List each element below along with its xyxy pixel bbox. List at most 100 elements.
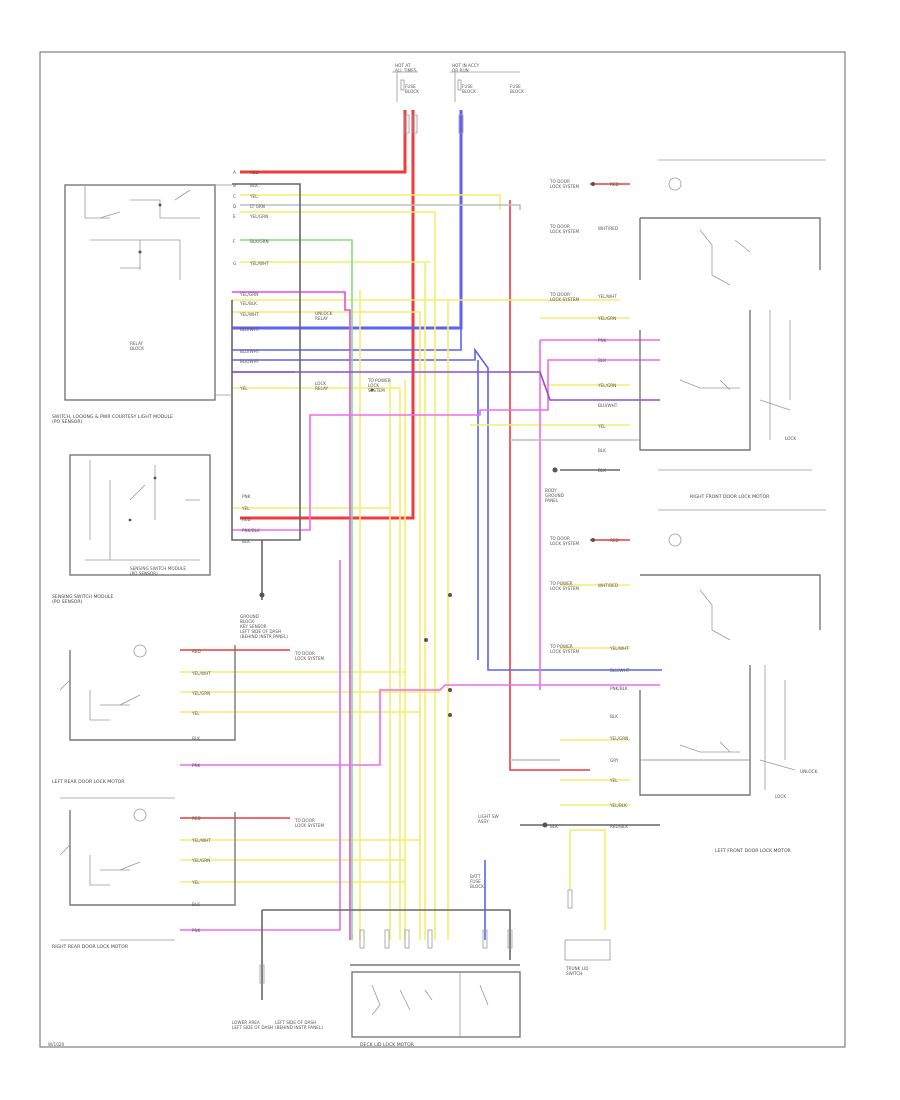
lf-red: RED [610,538,619,543]
rf-pnk: PNK [598,338,607,343]
pin-yelgrn-1: YEL/GRN [249,214,268,219]
terminal-b-1: B [233,183,236,188]
rf-blu-wht: BLU/WHT [598,403,618,408]
rr-yelgrn: YEL/GRN [191,858,210,863]
pin-blkwht-1: BLK/WHT [240,359,260,364]
lr-yel: YEL [191,711,200,716]
right-front-label: RIGHT FRONT DOOR LOCK MOTOR [690,494,770,500]
lf-blu-wht: BLU/WHT [610,668,630,673]
rr-red: RED [192,816,201,821]
lf-yel-blk: YEL/BLK [609,803,627,808]
splice-points [370,388,452,717]
pin-yel-1: YEL [249,194,258,199]
ground-note-label: LEFT SIDE OF DASH(BEHIND INSTR PANEL) [275,1020,323,1030]
rr-pnk: PNK [192,928,201,933]
lf-yel-wht: YEL/WHT [609,646,629,651]
pin-blkgrn-1: BLK/GRN [250,239,269,244]
lf-unlock-label: UNLOCK [800,769,818,774]
lf-wht-red: WHT/RED [598,583,618,588]
right-front-door: LOCK RIGHT FRONT DOOR LOCK MOTOR TO DOOR… [545,159,826,511]
rf-yel-grn: YEL/GRN [597,316,616,321]
left-front-label: LEFT FRONT DOOR LOCK MOTOR [715,848,792,854]
right-rear-door: RIGHT REAR DOOR LOCK MOTOR RED YEL/WHT Y… [52,808,325,950]
deck-lid-label: DECK LID LOCK MOTOR [360,1042,415,1048]
right-front-lamp-icon [668,177,682,191]
terminal-e-1: E [233,214,236,219]
right-rear-label: RIGHT REAR DOOR LOCK MOTOR [52,944,129,950]
pin-bluwht-2: BLU/WHT [240,349,260,354]
pin-ltgrn-1: LT GRN [250,204,265,209]
terminal-g-1: G [233,261,236,266]
lf-yel-grn: YEL/GRN [609,736,628,741]
lr-yelwht: YEL/WHT [191,671,211,676]
right-rear-lamp-icon [133,808,147,822]
pin-blk-2: BLK [242,539,250,544]
pin-blk-1: BLK [250,183,258,188]
page-code: W/1020 [48,1042,65,1047]
left-rear-lamp-icon [133,644,147,658]
lr-blk: BLK [192,736,200,741]
deck-lid-box [351,971,521,1038]
lf-blk: BLK [610,714,618,719]
terminal-a-1: A [233,170,236,175]
pin-pnk-1: PNK [242,494,251,499]
terminal-c-1: C [233,194,236,199]
lr-pnk: PNK [192,763,201,768]
pin-red-1: RED [250,170,259,175]
lf-yel: YEL [609,778,618,783]
terminal-f-1: F [233,239,236,244]
rf-blk-2: BLK [598,448,606,453]
lf-lock-label: LOCK [775,794,786,799]
switch-module-box [64,184,216,401]
left-front-door: LOCK UNLOCK LEFT FRONT DOOR LOCK MOTOR T… [478,533,821,854]
lf-red-blk: RED/BLK [610,824,628,829]
left-rear-label: LEFT REAR DOOR LOCK MOTOR [52,779,125,785]
pin-yel-2: YEL [239,386,248,391]
pin-pnk-2: PNK/BLK [242,528,260,533]
rf-yelgrn-2: YEL/GRN [597,383,616,388]
lr-red: RED [192,649,201,654]
diagram-frame [39,51,846,1048]
lr-yelgrn: YEL/GRN [191,691,210,696]
lf-pnk-blk: PNK/BLK [610,686,628,691]
rf-yel-wht: YEL/WHT [597,294,617,299]
rf-yel: YEL [597,424,606,429]
switch-assembly-label: SWITCH, LOCKING & PWR COURTESY LIGHT MOD… [52,414,173,425]
rr-blk: BLK [192,902,200,907]
pin-bluwht-1: BLU/WHT [240,327,260,332]
sensing-switch-inner-label: SENSING SWITCH MODULE(PO SENSOR) [130,566,186,576]
rf-red: RED [610,182,619,187]
rf-blk-3: BLK [598,468,606,473]
sensing-switch-module: SENSING SWITCH MODULE(PO SENSOR) SENSING… [52,454,288,639]
lf-gry: GRY [610,758,619,763]
fuse-b-symbol [457,79,462,91]
rf-lock-label: LOCK [785,436,796,441]
pin-yel-3: YEL [241,506,250,511]
sensing-switch-label: SENSING SWITCH MODULE(PO SENSOR) [52,594,113,605]
terminal-d-1: D [233,204,236,209]
pin-red-2: RED [242,517,251,522]
pin-yelgrn-2: YEL/GRN [239,292,258,297]
